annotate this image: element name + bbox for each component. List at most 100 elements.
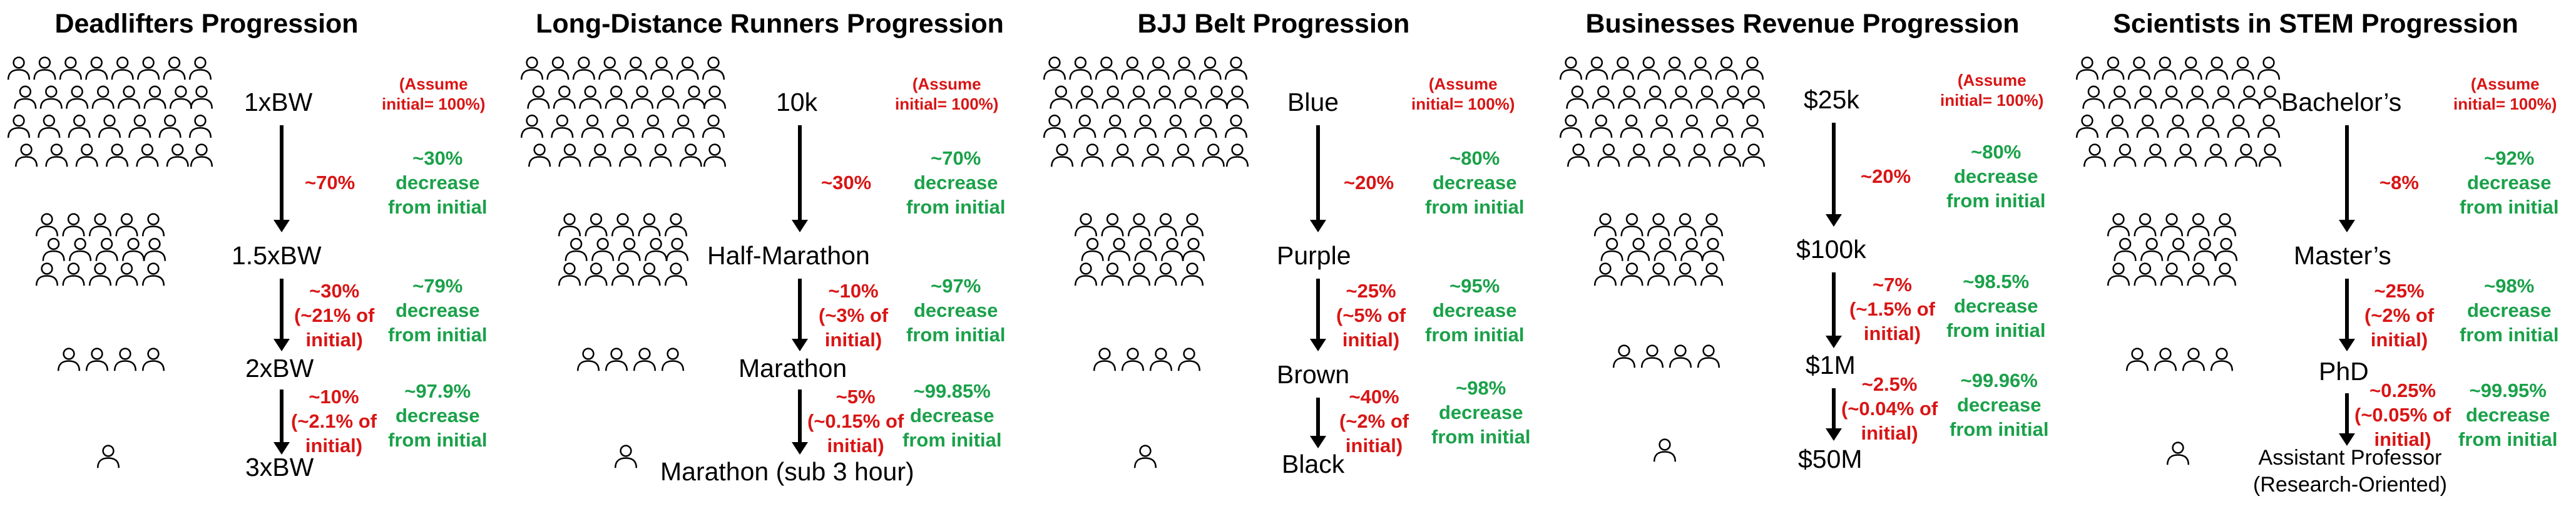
person-icon	[2166, 115, 2190, 138]
arrow-down-icon	[1310, 125, 1326, 232]
person-icon	[614, 445, 638, 468]
arrow-down-icon	[792, 279, 808, 351]
person-icon	[2187, 262, 2210, 286]
person-icon	[98, 115, 121, 138]
person-icon	[2134, 262, 2157, 286]
person-icon	[33, 56, 56, 80]
person-icon	[1164, 115, 1187, 138]
person-icon	[62, 262, 85, 286]
person-icon	[1715, 56, 1738, 80]
person-icon	[2160, 85, 2183, 109]
person-icon	[572, 56, 595, 80]
person-icon	[1142, 143, 1165, 167]
person-icon	[611, 213, 635, 237]
person-icon	[1050, 85, 1073, 109]
arrow-down-icon	[2339, 279, 2355, 351]
person-icon	[2125, 348, 2149, 371]
panel-bjj: BJJ Belt Progression Blue Purple Brown B…	[1036, 0, 1551, 521]
person-icon	[2082, 85, 2105, 109]
arrow-down-icon	[1826, 388, 1842, 441]
person-icon	[91, 85, 115, 109]
person-icon	[2107, 262, 2130, 286]
person-icon	[166, 143, 189, 167]
person-icon	[1095, 56, 1118, 80]
person-icon	[565, 237, 588, 261]
person-icon	[576, 348, 600, 371]
person-icon	[528, 143, 551, 167]
person-icon	[188, 115, 212, 138]
person-icon	[553, 85, 576, 109]
stage-2: Purple	[1277, 241, 1351, 270]
person-icon	[1172, 143, 1195, 167]
person-icon	[1742, 85, 1766, 109]
person-icon	[2257, 56, 2281, 80]
person-icon	[2186, 85, 2209, 109]
person-icon	[649, 143, 672, 167]
stage-1: 10k	[776, 88, 818, 116]
person-icon	[2134, 213, 2157, 237]
arrow-down-icon	[2339, 393, 2355, 446]
person-icon	[35, 262, 59, 286]
person-icon	[2213, 262, 2237, 286]
person-icon	[1590, 115, 1613, 138]
person-icon	[1658, 143, 1681, 167]
crowd-icon-small	[576, 348, 685, 371]
person-icon	[1647, 262, 1670, 286]
person-icon	[598, 56, 621, 80]
arrow-down-icon	[1826, 272, 1842, 348]
person-icon	[2204, 143, 2227, 167]
person-icon	[1700, 213, 1724, 237]
crowd-icon-medium	[2107, 213, 2238, 286]
person-icon	[2210, 348, 2234, 371]
person-icon	[1653, 438, 1677, 462]
retention-1: ~70%	[305, 172, 355, 193]
person-icon	[2144, 143, 2167, 167]
person-icon	[641, 115, 665, 138]
person-icon	[520, 115, 544, 138]
person-icon	[551, 115, 574, 138]
person-icon	[1663, 56, 1686, 80]
person-icon	[1618, 85, 1641, 109]
person-icon	[2187, 213, 2210, 237]
person-icon	[1721, 85, 1744, 109]
crowd-icon-large	[7, 56, 213, 167]
person-icon	[1051, 143, 1074, 167]
arrow-down-icon	[2339, 125, 2355, 232]
person-icon	[585, 213, 608, 237]
person-icon	[88, 262, 112, 286]
person-icon	[558, 143, 581, 167]
person-icon	[2257, 115, 2281, 138]
person-icon	[96, 445, 120, 468]
stage-1: Blue	[1287, 88, 1339, 116]
person-icon	[1127, 85, 1150, 109]
panel-runners: Long-Distance Runners Progression 10k Ha…	[519, 0, 1035, 521]
person-icon	[1650, 115, 1674, 138]
person-icon	[605, 348, 628, 371]
stage-1: 1xBW	[244, 88, 313, 116]
person-icon	[1043, 56, 1066, 80]
stage-4: Black	[1282, 450, 1345, 478]
stage-2: Master’s	[2294, 241, 2391, 270]
person-icon	[169, 85, 192, 109]
arrow-down-icon	[273, 389, 290, 455]
person-icon	[1121, 56, 1144, 80]
arrow-down-icon	[273, 125, 290, 232]
person-icon	[1600, 237, 1623, 261]
person-icon	[1147, 56, 1170, 80]
person-icon	[702, 115, 725, 138]
crowd-icon-small	[1093, 348, 1201, 371]
person-icon	[1202, 143, 1225, 167]
person-icon	[1101, 85, 1125, 109]
person-icon	[558, 213, 581, 237]
person-icon	[1154, 213, 1177, 237]
person-icon	[2113, 143, 2137, 167]
person-icon	[88, 213, 112, 237]
person-icon	[1180, 262, 1204, 286]
